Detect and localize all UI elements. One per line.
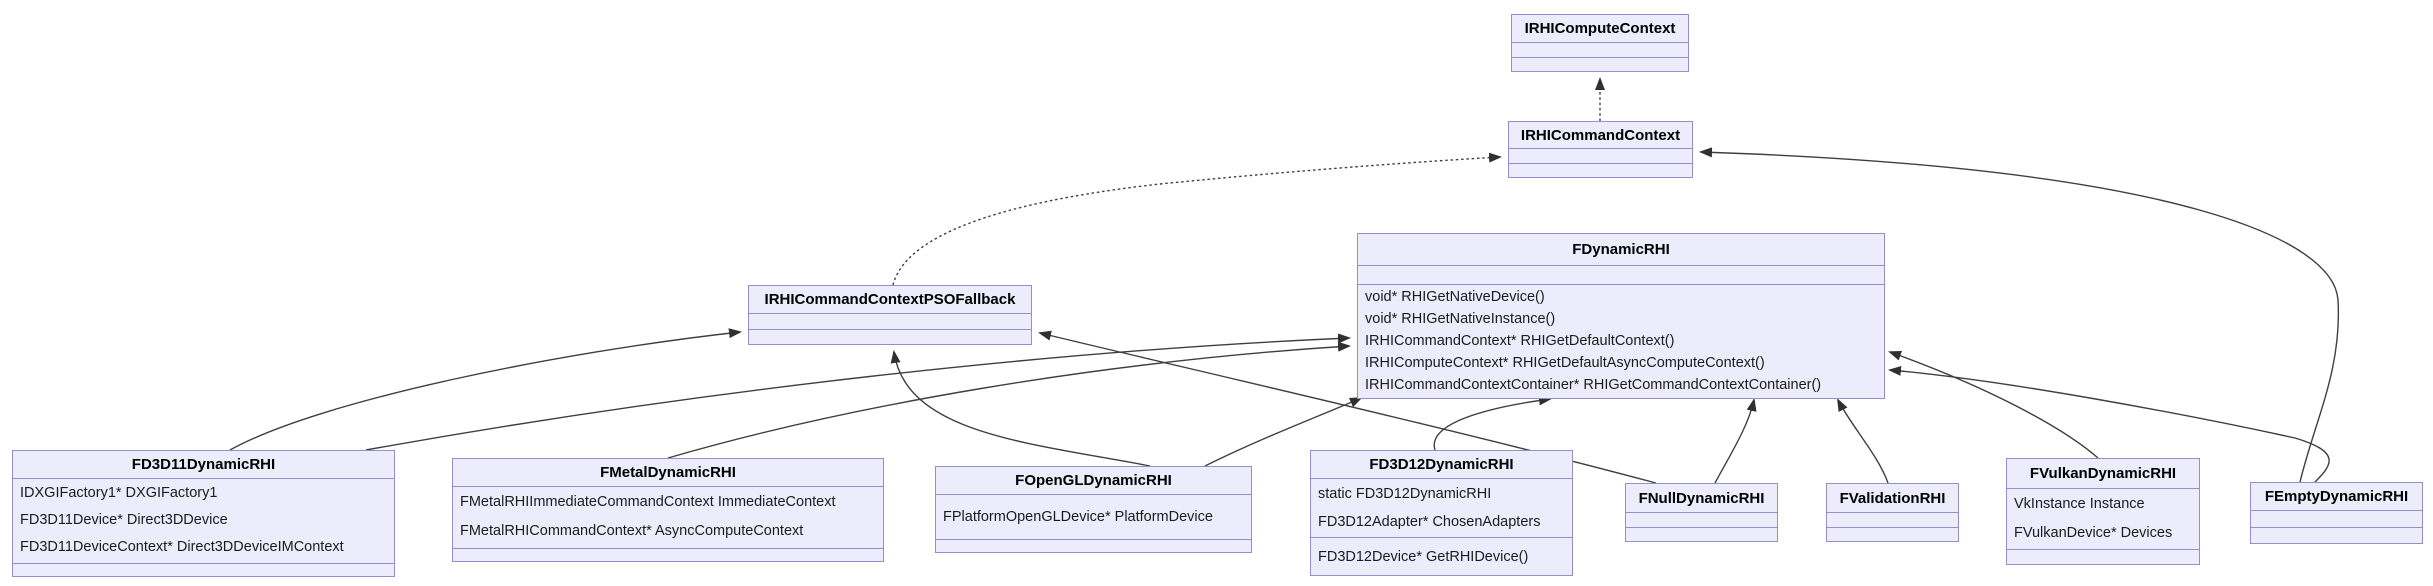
class-title: IRHICommandContext	[1509, 122, 1692, 149]
edge-FEmptyDynamicRHI-to-IRHICommandContext	[1699, 147, 2340, 483]
attributes-section: FMetalRHIImmediateCommandContext Immedia…	[453, 487, 883, 548]
member-text: FMetalRHICommandContext* AsyncComputeCon…	[460, 523, 804, 539]
member-text: FD3D11DeviceContext* Direct3DDeviceIMCon…	[20, 539, 344, 555]
class-title: FDynamicRHI	[1358, 234, 1884, 266]
class-box-FNullDynamicRHI[interactable]: FNullDynamicRHI	[1625, 483, 1778, 542]
member-text: FD3D11Device* Direct3DDevice	[20, 512, 228, 528]
methods-section	[1512, 57, 1688, 71]
methods-section	[2007, 549, 2199, 564]
methods-section	[2251, 527, 2422, 543]
member-text: VkInstance Instance	[2014, 496, 2145, 512]
class-title: FEmptyDynamicRHI	[2251, 483, 2422, 511]
class-title: IRHIComputeContext	[1512, 15, 1688, 43]
member-text: FD3D12Adapter* ChosenAdapters	[1318, 514, 1541, 530]
class-title: FVulkanDynamicRHI	[2007, 459, 2199, 489]
class-title: FD3D12DynamicRHI	[1311, 451, 1572, 479]
member-text: IRHIComputeContext* RHIGetDefaultAsyncCo…	[1365, 355, 1765, 371]
member-text: FD3D12Device* GetRHIDevice()	[1318, 549, 1529, 565]
methods-section	[13, 563, 394, 576]
attributes-section	[1626, 513, 1777, 527]
attributes-section	[1358, 266, 1884, 284]
class-box-FD3D12DynamicRHI[interactable]: FD3D12DynamicRHI static FD3D12DynamicRHI F…	[1310, 450, 1573, 576]
edge-FD3D11DynamicRHI-to-FDynamicRHI	[365, 333, 1351, 451]
class-title: FMetalDynamicRHI	[453, 459, 883, 487]
attributes-section: static FD3D12DynamicRHI FD3D12Adapter* Ch…	[1311, 479, 1572, 537]
attributes-section: FPlatformOpenGLDevice* PlatformDevice	[936, 495, 1251, 539]
member-text: void* RHIGetNativeDevice()	[1365, 289, 1545, 305]
class-title: FD3D11DynamicRHI	[13, 451, 394, 479]
methods-section	[936, 539, 1251, 552]
class-box-IRHICommandContext[interactable]: IRHICommandContext	[1508, 121, 1693, 178]
member-text: static FD3D12DynamicRHI	[1318, 486, 1492, 502]
edge-FOpenGLDynamicRHI-to-FDynamicRHI	[1204, 397, 1363, 467]
class-box-FOpenGLDynamicRHI[interactable]: FOpenGLDynamicRHI FPlatformOpenGLDevice* …	[935, 466, 1252, 553]
class-box-IRHIComputeContext[interactable]: IRHIComputeContext	[1511, 14, 1689, 72]
methods-section	[453, 548, 883, 561]
member-text: FMetalRHIImmediateCommandContext Immedia…	[460, 494, 836, 510]
methods-section: void* RHIGetNativeDevice() void* RHIGetNa…	[1358, 284, 1884, 398]
edge-FNullDynamicRHI-to-FDynamicRHI	[1714, 398, 1757, 484]
methods-section: FD3D12Device* GetRHIDevice()	[1311, 537, 1572, 575]
attributes-section	[1512, 43, 1688, 57]
class-box-IRHICommandContextPSOFallback[interactable]: IRHICommandContextPSOFallback	[748, 285, 1032, 345]
member-text: IRHICommandContext* RHIGetDefaultContext…	[1365, 333, 1675, 349]
member-text: IRHICommandContextContainer* RHIGetComma…	[1365, 377, 1822, 393]
class-title: FOpenGLDynamicRHI	[936, 467, 1251, 495]
methods-section	[749, 329, 1031, 344]
attributes-section	[1827, 513, 1958, 527]
class-box-FValidationRHI[interactable]: FValidationRHI	[1826, 483, 1959, 542]
edge-FD3D11DynamicRHI-to-IRHICommandContextPSOFallback	[229, 328, 742, 451]
edge-FValidationRHI-to-FDynamicRHI	[1837, 398, 1889, 484]
edge-FOpenGLDynamicRHI-to-IRHICommandContextPSOFallback	[890, 350, 1151, 467]
class-box-FEmptyDynamicRHI[interactable]: FEmptyDynamicRHI	[2250, 482, 2423, 544]
class-box-FMetalDynamicRHI[interactable]: FMetalDynamicRHI FMetalRHIImmediateComman…	[452, 458, 884, 562]
class-title: FValidationRHI	[1827, 484, 1958, 513]
edge-IRHICommandContextPSOFallback-to-IRHICommandContext	[892, 152, 1502, 286]
attributes-section	[1509, 149, 1692, 163]
class-title: FNullDynamicRHI	[1626, 484, 1777, 513]
edge-FMetalDynamicRHI-to-FDynamicRHI	[667, 341, 1351, 459]
member-text: void* RHIGetNativeInstance()	[1365, 311, 1556, 327]
attributes-section	[749, 314, 1031, 329]
methods-section	[1509, 163, 1692, 177]
member-text: FVulkanDevice* Devices	[2014, 525, 2173, 541]
methods-section	[1827, 527, 1958, 541]
attributes-section	[2251, 511, 2422, 527]
class-title: IRHICommandContextPSOFallback	[749, 286, 1031, 314]
methods-section	[1626, 527, 1777, 541]
member-text: IDXGIFactory1* DXGIFactory1	[20, 485, 218, 501]
member-text: FPlatformOpenGLDevice* PlatformDevice	[943, 509, 1213, 525]
edge-FD3D12DynamicRHI-to-FDynamicRHI	[1433, 395, 1552, 451]
edge-FEmptyDynamicRHI-to-FDynamicRHI	[1888, 365, 2330, 483]
edge-FVulkanDynamicRHI-to-FDynamicRHI	[1888, 351, 2099, 459]
